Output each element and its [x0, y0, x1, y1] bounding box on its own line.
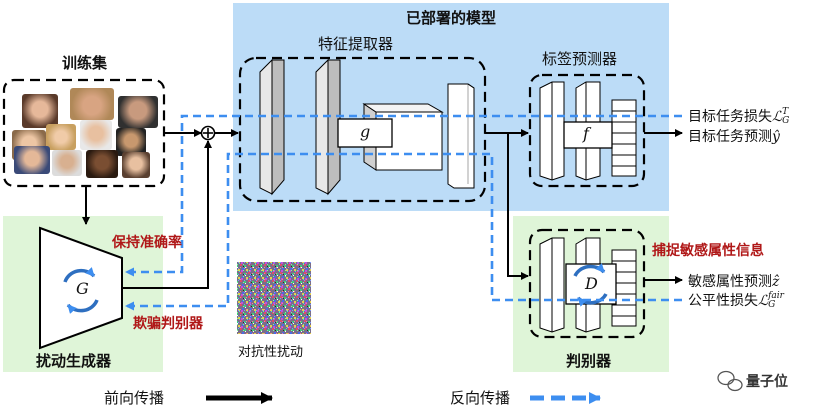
predictor-layer-1	[539, 81, 565, 181]
target-task-loss-superscript: T	[782, 107, 789, 117]
add-perturbation-node	[200, 125, 216, 141]
forward-arrows	[82, 129, 683, 289]
face-image-3	[118, 96, 158, 128]
face-image-7	[116, 128, 146, 156]
target-task-pred-label: 目标任务预测ŷ	[688, 126, 780, 146]
face-image-10	[86, 150, 118, 178]
feature-extractor-box	[238, 56, 487, 203]
discriminator-layer-1	[539, 237, 565, 333]
discriminator-box	[528, 228, 646, 339]
backward-arrows	[125, 114, 682, 311]
sensitive-pred-symbol: ẑ	[772, 274, 780, 290]
fairness-loss-text: 公平性损失	[688, 293, 758, 309]
feature-extractor-label: 特征提取器	[318, 35, 394, 53]
sensitive-pred-text: 敏感属性预测	[688, 274, 772, 290]
target-task-loss-symbol: ℒ	[772, 109, 783, 125]
generator-trapezoid	[39, 226, 123, 350]
g-box	[337, 118, 393, 148]
training-set-label: 训练集	[62, 54, 108, 72]
face-image-2	[70, 88, 114, 120]
fairness-loss-superscript: fair	[768, 291, 784, 301]
forward-propagation-label: 前向传播	[104, 389, 165, 407]
fc-layer	[447, 83, 475, 189]
f-symbol: f	[583, 124, 589, 143]
discriminator-update-icon	[573, 263, 608, 307]
deceive-discriminator-label: 欺骗判别器	[133, 316, 203, 332]
discriminator-label: 判别器	[566, 352, 612, 370]
wechat-icon	[717, 370, 743, 392]
face-image-6	[80, 120, 112, 150]
perturbation-generator-label: 扰动生成器	[36, 352, 112, 370]
target-task-loss-text: 目标任务损失	[688, 109, 772, 125]
generator-update-icon	[63, 267, 99, 314]
face-image-11	[122, 152, 150, 178]
sensitive-pred-label: 敏感属性预测ẑ	[688, 271, 779, 291]
target-task-loss-subscript: G	[782, 116, 790, 126]
face-image-8	[14, 146, 50, 174]
D-symbol: D	[585, 274, 598, 293]
conv-layer-2	[315, 58, 341, 196]
conv-layer-1	[259, 58, 285, 196]
deployed-model-title: 已部署的模型	[406, 9, 497, 27]
target-task-pred-text: 目标任务预测	[688, 129, 772, 145]
f-box	[563, 121, 613, 149]
fairness-loss-symbol: ℒ	[758, 293, 769, 309]
label-predictor-label: 标签预测器	[542, 50, 618, 68]
target-task-pred-symbol: ŷ	[772, 129, 780, 145]
adversarial-perturbation-label: 对抗性扰动	[238, 345, 304, 360]
keep-accuracy-label: 保持准确率	[112, 235, 182, 251]
face-image-1	[22, 94, 58, 128]
perturbation-noise-overlay	[237, 262, 311, 334]
label-predictor-box	[528, 73, 646, 188]
capture-sensitive-label: 捕捉敏感属性信息	[652, 243, 764, 259]
g-symbol: g	[360, 122, 371, 141]
D-box	[565, 263, 617, 305]
face-image-9	[52, 150, 82, 176]
fairness-loss-subscript: G	[768, 300, 776, 310]
backward-propagation-label: 反向传播	[450, 389, 511, 407]
watermark-label: 量子位	[746, 374, 788, 390]
predictor-output-stack	[611, 99, 637, 177]
face-image-5	[46, 124, 76, 150]
G-symbol: G	[76, 279, 89, 298]
